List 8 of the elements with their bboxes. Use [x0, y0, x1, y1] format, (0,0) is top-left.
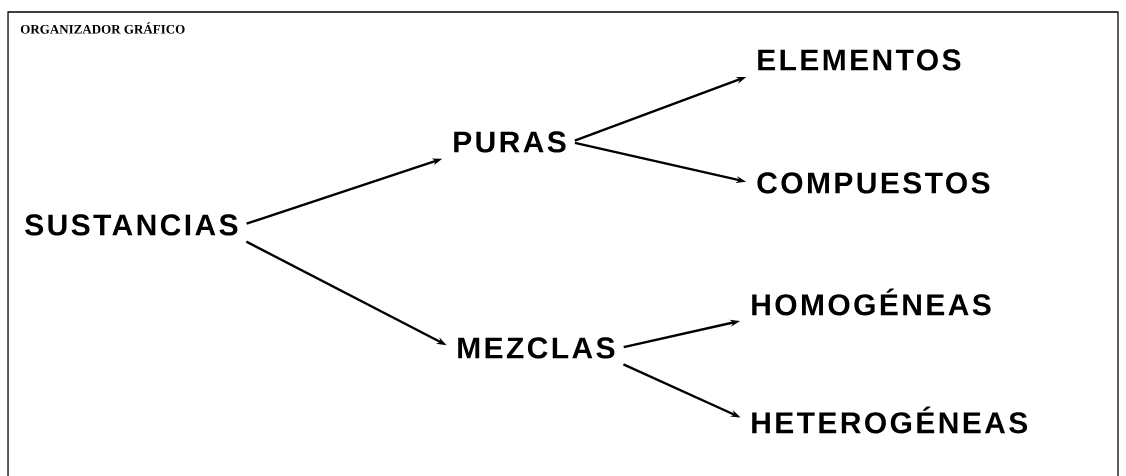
- title: ORGANIZADOR GRÁFICO: [20, 22, 185, 34]
- node-label: COMPUESTOS: [757, 172, 990, 194]
- node-label: ELEMENTOS: [758, 49, 961, 71]
- node-label: MEZCLAS: [458, 337, 615, 359]
- node-label: HOMOGÉNEAS: [752, 288, 991, 316]
- node-label: PURAS: [454, 131, 566, 153]
- node-label: HETEROGÉNEAS: [752, 406, 1028, 434]
- node-label: SUSTANCIAS: [25, 214, 238, 236]
